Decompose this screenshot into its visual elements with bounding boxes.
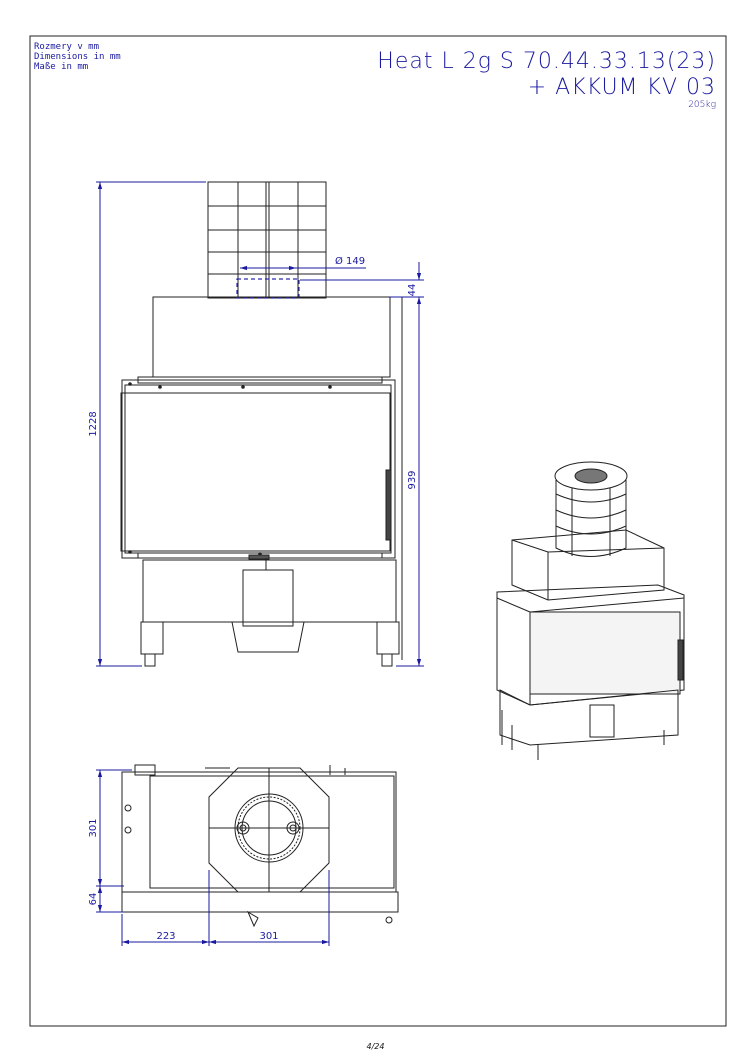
base-frame <box>142 554 397 653</box>
units-line-cz: Rozmery v mm <box>34 42 99 52</box>
model-title: Heat L 2g S 70.44.33.13(23) <box>377 49 716 74</box>
isometric-view <box>496 461 685 760</box>
weight-label: 205kg <box>688 100 716 110</box>
units-note: Rozmery v mm Dimensions in mm Maße in mm <box>34 42 121 72</box>
legs <box>140 621 400 667</box>
dim-total-height: 1228 <box>88 411 99 436</box>
convection-body <box>152 296 403 660</box>
top-view: 301 64 223 301 <box>88 764 399 946</box>
units-line-de: Maße in mm <box>34 62 88 72</box>
drawing-frame <box>29 35 727 1027</box>
dim-top-flue-width: 301 <box>259 931 278 942</box>
dim-top-offset: 44 <box>407 284 418 297</box>
dim-top-front-offset: 64 <box>88 893 99 906</box>
dim-body-height: 939 <box>407 470 418 489</box>
dim-top-depth: 301 <box>88 818 99 837</box>
dim-flue-diameter: Ø 149 <box>335 255 365 267</box>
model-subtitle: + AKKUM KV 03 <box>528 75 716 100</box>
units-line-en: Dimensions in mm <box>34 52 121 62</box>
flue-outlet-hidden <box>236 278 300 299</box>
page-number: 4/24 <box>366 1042 385 1051</box>
akkum-blocks <box>207 181 327 299</box>
dim-top-left-offset: 223 <box>156 931 175 942</box>
fireplace-door <box>120 376 396 559</box>
front-view: 1228 Ø 149 44 939 <box>88 181 424 667</box>
